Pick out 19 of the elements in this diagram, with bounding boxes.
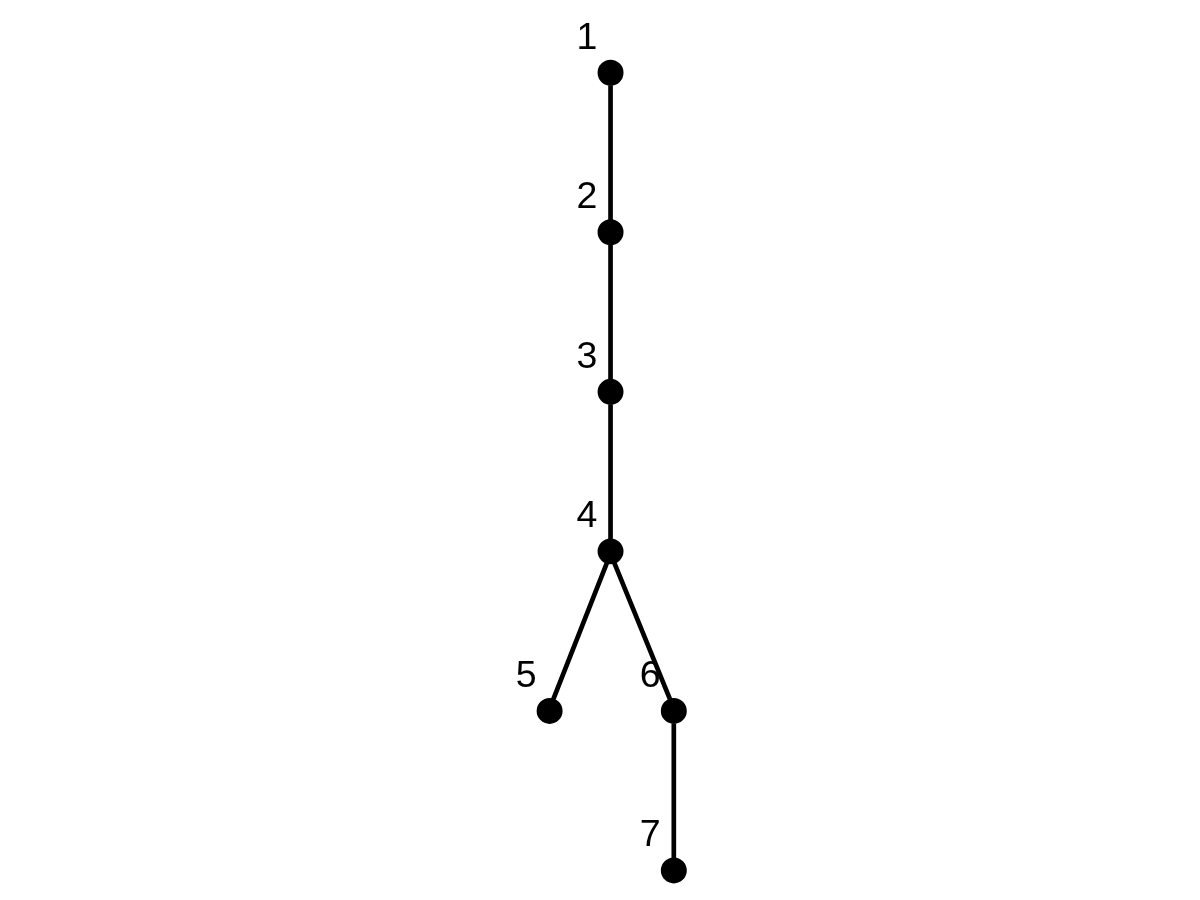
- node-label: 2: [576, 173, 598, 216]
- node-circle: [660, 856, 687, 883]
- connector: [550, 561, 610, 700]
- node-circle: [597, 59, 624, 86]
- connector: [608, 403, 613, 539]
- connector: [671, 722, 677, 858]
- node-label: 1: [576, 14, 598, 57]
- node-label: 4: [576, 492, 598, 535]
- node-circle: [597, 378, 624, 405]
- node-label: 7: [639, 811, 661, 854]
- node-circle: [597, 537, 624, 564]
- node-label: 3: [576, 333, 598, 376]
- connector: [612, 561, 673, 700]
- node-circle: [597, 218, 624, 245]
- connector: [608, 244, 613, 380]
- connector: [608, 84, 613, 220]
- node-label: 5: [515, 652, 537, 695]
- node-circle: [660, 697, 687, 724]
- node-circle: [536, 697, 563, 724]
